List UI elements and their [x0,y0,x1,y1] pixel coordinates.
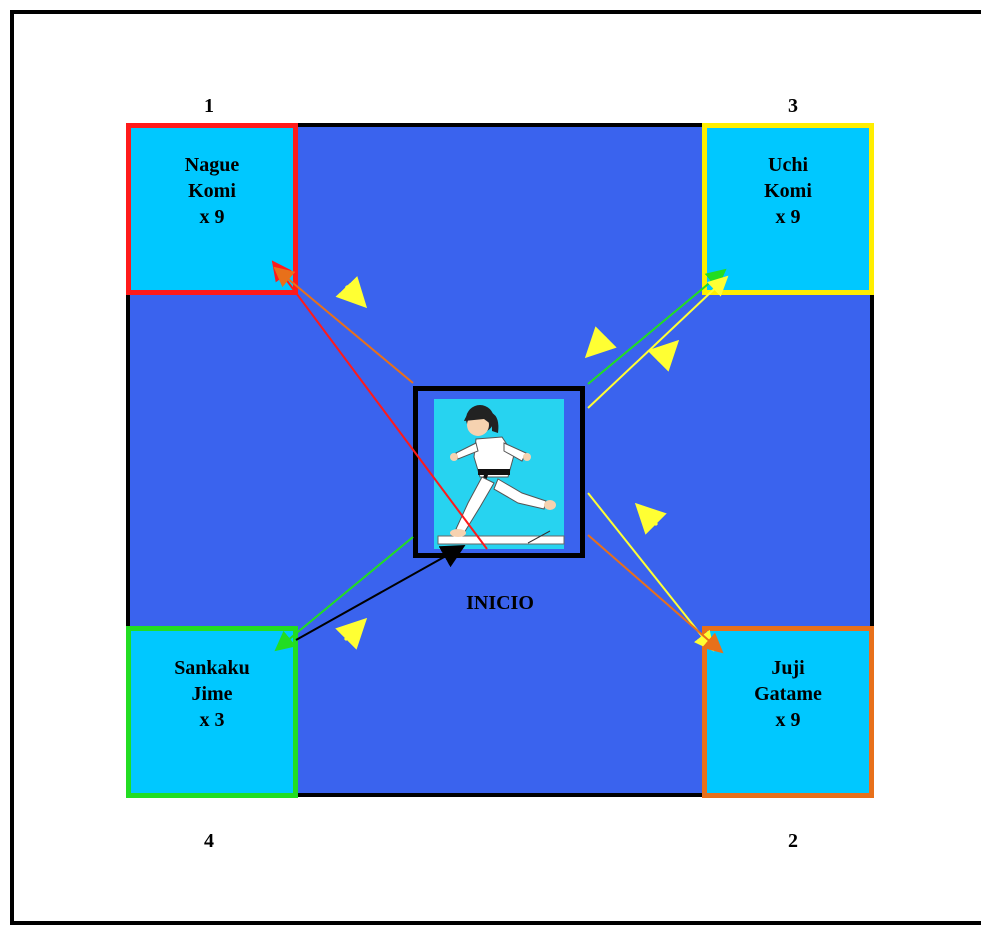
path-center-to-nague [273,266,414,384]
direction-arrow [584,326,617,359]
station-line: Jime [191,683,233,705]
station-reps: x 3 [199,709,225,731]
station-sankaku-jime: Sankaku Jime x 3 [126,626,298,798]
station-juji-gatame: Juji Gatame x 9 [702,626,874,798]
path-sankaku-to-start [295,545,466,641]
station-line: Sankaku [174,657,250,679]
start-label: INICIO [466,592,534,614]
station-line: Juji [771,657,805,679]
direction-arrow [335,617,368,650]
path-juji-to-center [587,534,724,654]
direction-arrow [634,502,667,535]
direction-arrow [647,339,680,372]
station-number-nague: 1 [204,95,214,117]
station-line: Uchi [768,154,808,176]
path-uchi-to-center [587,275,729,409]
path-center-to-juji [587,492,715,652]
station-reps: x 9 [775,709,801,731]
station-line: Komi [764,180,812,202]
station-reps: x 9 [199,206,225,228]
station-line: Gatame [754,683,822,705]
station-line: Komi [188,180,236,202]
station-line: Nague [184,154,240,176]
path-center-to-uchi [587,268,727,385]
station-number-sankaku: 4 [204,830,214,852]
station-number-uchi: 3 [788,95,798,117]
station-number-juji: 2 [788,830,798,852]
direction-arrow [335,276,368,309]
station-uchi-komi: Uchi Komi x 9 [702,123,874,295]
judoka-running-icon [434,399,565,549]
path-center-to-sankaku [274,536,414,652]
start-box [413,386,585,558]
station-nague-komi: Nague Komi x 9 [126,123,298,295]
station-reps: x 9 [775,206,801,228]
path-start-to-nague [271,260,488,550]
